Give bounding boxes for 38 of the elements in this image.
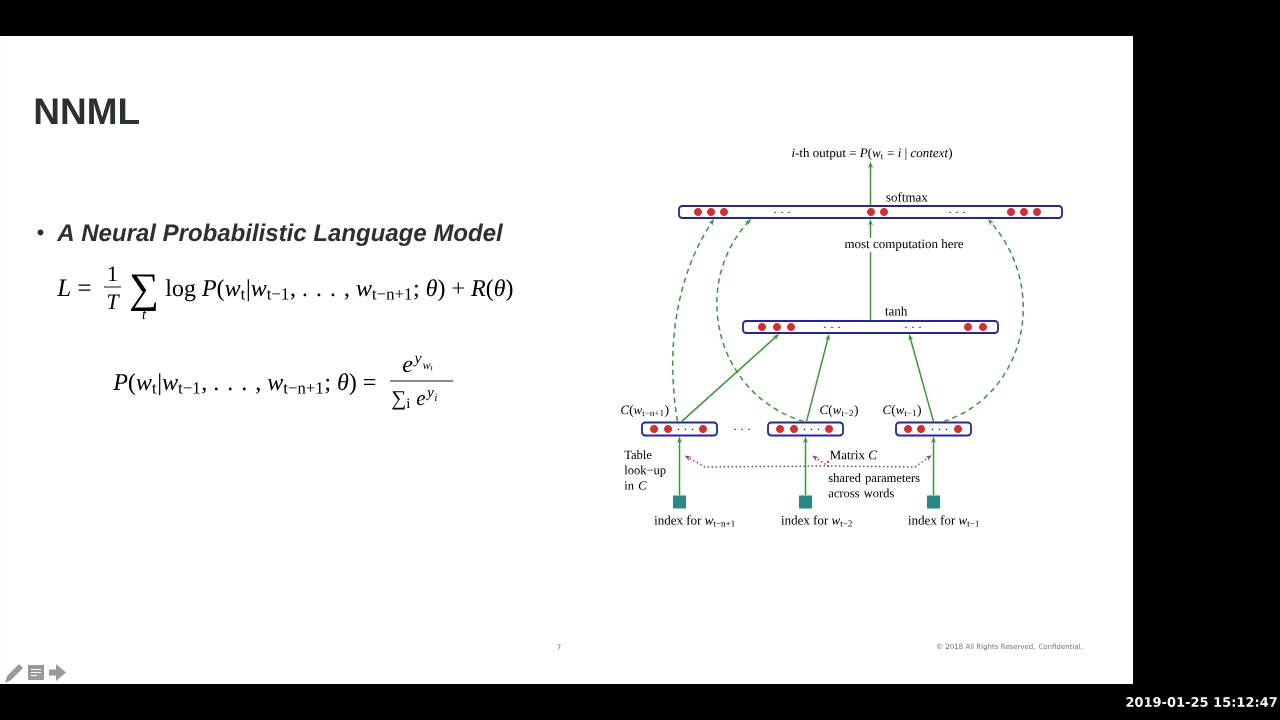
ellipsis: · · · [949, 211, 965, 214]
sum-sign: ∑ [130, 274, 157, 311]
dotted-arrow [827, 455, 932, 468]
formula: L = [57, 279, 91, 296]
annotation: shared parameters across words [828, 473, 920, 498]
annotation: Table look−up in C [624, 450, 666, 490]
layer-label: tanh [885, 306, 908, 316]
output-label: i-th output = P(w$_{t}$ = i | context) [792, 148, 952, 160]
embedding-label: C(w$_{t−1}$) [883, 405, 921, 417]
formula: w$_{t}$ [422, 363, 433, 371]
formula: P(w$_{t}$|w$_{t−1}$, . . . , w$_{t−n+1}$; θ) = [113, 373, 376, 396]
formula: y [413, 355, 422, 367]
ellipsis: · · · [931, 428, 948, 431]
formula: T [107, 294, 120, 309]
formula: t [142, 310, 147, 320]
embedding-label: C(w$_{t−n+1}$) [621, 405, 669, 417]
ellipsis: · · · [905, 326, 921, 329]
dotted-arrow [812, 455, 829, 468]
formula: log P(w$_{t}$|w$_{t−1}$, . . . , w$_{t−n+1}$; θ) + R(θ) [165, 279, 513, 302]
layer-label: softmax [886, 192, 928, 202]
index-caption: index for w$_{t−1}$ [908, 515, 979, 527]
formula: y [425, 390, 434, 401]
slide-title: NNML [35, 98, 139, 124]
embedding-label: C(w$_{t−2}$) [820, 405, 858, 417]
formula: i [434, 393, 437, 401]
timestamp: 2019-01-25 15:12:47 [1126, 697, 1277, 707]
formula: 1 [108, 266, 117, 281]
ellipsis: · · · [774, 211, 790, 214]
index-caption: index for w$_{t−2}$ [781, 515, 852, 527]
formula: ∑$_{i}$ e [392, 391, 426, 410]
ellipsis: · · · [677, 428, 694, 431]
matrix-label: Matrix C [830, 450, 878, 460]
ellipsis: · · · [734, 428, 750, 431]
index-caption: index for w$_{t−n+1}$ [654, 515, 735, 527]
bullet-text: A Neural Probabilistic Language Model [56, 223, 504, 246]
ellipsis: · · · [824, 326, 840, 329]
ellipsis: · · · [803, 428, 820, 431]
formula: e [403, 360, 413, 373]
